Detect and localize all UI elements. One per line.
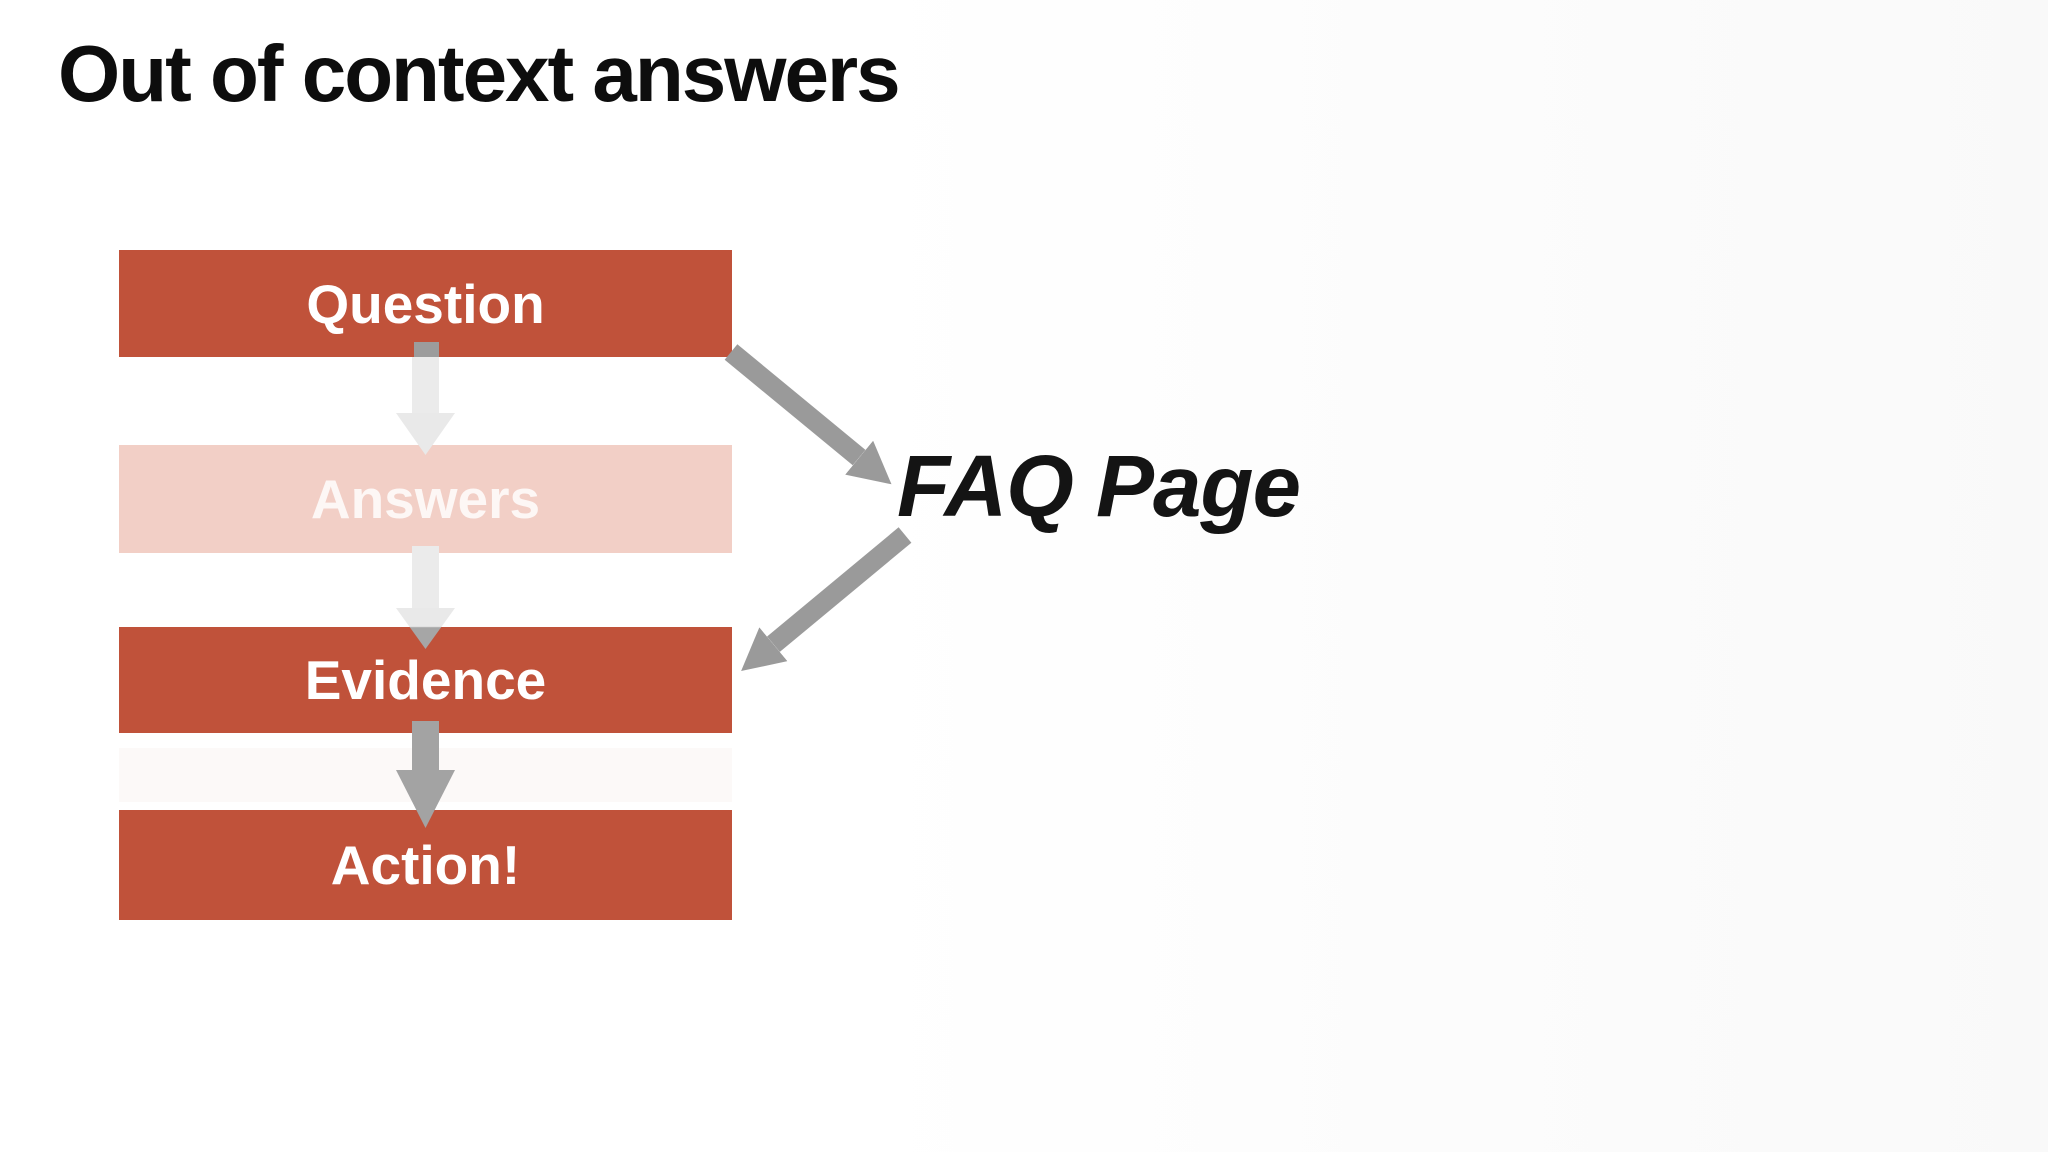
flow-box-answers: Answers (119, 445, 732, 553)
flow-box-evidence-label: Evidence (304, 649, 547, 711)
flow-box-action-label: Action! (330, 834, 521, 896)
arrow-faq-to-evidence-icon (727, 518, 919, 688)
flow-box-question-label: Question (306, 272, 545, 335)
slide-title: Out of context answers (58, 29, 901, 118)
arrow-question-to-faq-icon (717, 335, 905, 501)
flow-box-question: Question (119, 250, 732, 357)
faq-page-callout: FAQ Page (897, 438, 1301, 535)
flow-box-action: Action! (119, 810, 732, 920)
flow-box-answers-label: Answers (310, 468, 541, 530)
down-arrow-answers-to-evidence-shaft (412, 546, 439, 609)
down-arrow-evidence-to-action-shaft (412, 721, 439, 772)
arrow-question-to-faq-shaft (724, 344, 866, 466)
arrow-faq-to-evidence-shaft (767, 527, 912, 652)
down-arrow-question-to-answers-shaft (412, 357, 439, 414)
down-arrow-question-to-answers-tail (414, 342, 439, 358)
